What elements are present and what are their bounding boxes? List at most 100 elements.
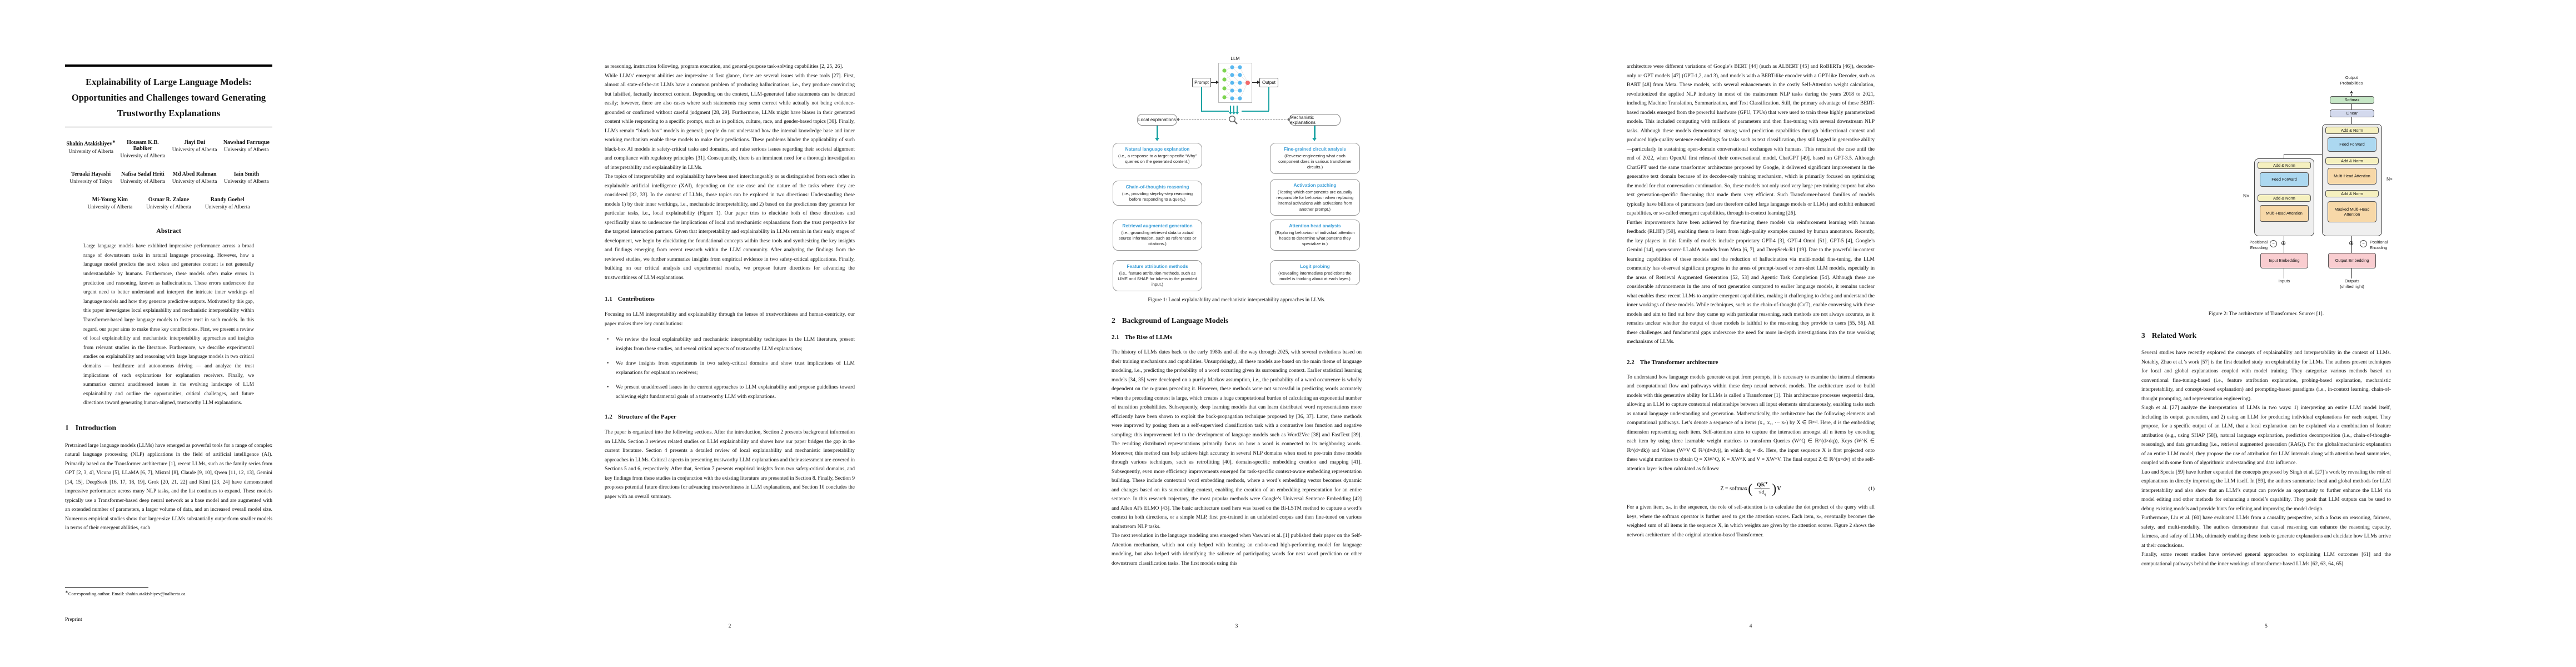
list-item-text: We draw insights from experiments in two… <box>616 361 855 376</box>
section-number: 3 <box>2141 331 2145 340</box>
fig1-right-box-4: Logit probing (Revealing intermediate pr… <box>1270 260 1360 286</box>
author: Md Abed Rahman University of Alberta <box>169 171 221 185</box>
encoder-add-norm-1: Add & Norm <box>2258 162 2311 169</box>
positional-encoding-label-right: Positional Encoding <box>2370 240 2388 250</box>
box-description: (Exploring behaviour of individual atten… <box>1275 230 1355 247</box>
encoder-multi-head-attention: Multi-Head Attention <box>2260 205 2309 222</box>
page-4-content: architecture were different variations o… <box>1627 62 1875 540</box>
section-1-heading: 1 Introduction <box>65 424 272 432</box>
paren-left: ( <box>1748 481 1753 496</box>
title-line-3: Trustworthy Explanations <box>117 108 221 118</box>
author: Nawshad Farruque University of Alberta <box>221 140 272 159</box>
positional-encoding-icon-left: ~ <box>2270 240 2277 247</box>
author: Nafisa Sadaf Hriti University of Alberta <box>117 171 168 185</box>
title-line-1: Explainability of Large Language Models: <box>86 77 252 87</box>
box-description: (Testing which components are causally r… <box>1276 189 1354 212</box>
paragraph: as reasoning, instruction following, pro… <box>605 64 843 69</box>
output-probabilities-label: Output Probabilities <box>2340 75 2363 86</box>
fig1-left-box-3: Retrieval augmented generation (i.e., gr… <box>1113 220 1202 251</box>
local-explanations-label: Local explanations <box>1137 114 1177 126</box>
page-1-content: Explainability of Large Language Models:… <box>65 64 272 533</box>
arrowhead <box>1232 112 1235 115</box>
box-description: (i.e., feature attribution methods, such… <box>1118 270 1197 287</box>
linear-box: Linear <box>2330 109 2374 117</box>
section-title: Background of Language Models <box>1122 316 1229 325</box>
author-name: Nafisa Sadaf Hriti <box>121 171 165 178</box>
box-title: Fine-grained circuit analysis <box>1283 146 1347 152</box>
decoder-multi-head-attention: Multi-Head Attention <box>2328 168 2376 185</box>
teal-connector <box>1201 111 1229 112</box>
author-affiliation: University of Alberta <box>120 179 166 185</box>
page-3-content: Figure 1: Local explainability and mecha… <box>1112 297 1362 568</box>
add-symbol-left: ⊕ <box>2281 240 2286 247</box>
section-number: 1 <box>65 423 69 432</box>
magnifier-icon <box>1229 116 1238 125</box>
box-title: Logit probing <box>1300 263 1330 269</box>
section-number: 1.1 <box>605 296 612 302</box>
outputs-label: Outputs (shifted right) <box>2340 278 2364 289</box>
page-number: 3 <box>1235 624 1238 629</box>
author-name: Shahin Atakishiyev∗ <box>66 140 116 147</box>
mechanistic-explanations-label: Mechanistic explanations <box>1289 114 1341 126</box>
nx-label-left: N× <box>2243 193 2250 198</box>
author-affiliation: University of Alberta <box>68 148 113 155</box>
author-affiliation: University of Alberta <box>120 153 166 160</box>
figure-1-caption: Figure 1: Local explainability and mecha… <box>1148 297 1326 303</box>
author-affiliation: University of Alberta <box>224 147 269 153</box>
author: Housam K.B. Babiker University of Albert… <box>117 140 168 159</box>
author-name: Teruaki Hayashi <box>71 171 111 178</box>
box-description: (i.e., providing step-by-step reasoning … <box>1122 191 1193 202</box>
paragraph: While LLMs’ emergent abilities are impre… <box>605 73 855 171</box>
author: Randy Goebel University of Alberta <box>198 197 257 210</box>
author-affiliation: University of Alberta <box>205 205 250 211</box>
arrowhead <box>1257 80 1260 84</box>
title-line-2: Opportunities and Challenges toward Gene… <box>71 92 266 103</box>
page-number: 4 <box>1749 624 1752 629</box>
encoder-feed-forward: Feed Forward <box>2260 172 2309 187</box>
page-5-content: Figure 2: The architecture of Transforme… <box>2141 311 2391 569</box>
bullet-glyph: • <box>607 337 609 342</box>
encoder-decoder-link <box>2284 154 2340 155</box>
teal-connector <box>1201 87 1202 111</box>
author-affiliation: University of Alberta <box>224 179 269 185</box>
encoder-add-norm-2: Add & Norm <box>2258 195 2311 202</box>
arrowhead <box>1216 80 1219 84</box>
list-item-text: We review the local explainability and m… <box>616 337 855 352</box>
author-affiliation: University of Alberta <box>87 205 133 211</box>
page-number: 5 <box>2265 624 2268 629</box>
authors-row-1: Shahin Atakishiyev∗ University of Albert… <box>65 140 272 159</box>
box-description: (i.e., a response to a target-specific “… <box>1118 153 1197 165</box>
section-title: Introduction <box>75 423 117 432</box>
equation-1: Z = softmax ( QKT √dq ) V (1) <box>1627 481 1875 496</box>
decoder-add-norm-1: Add & Norm <box>2325 127 2379 134</box>
add-symbol-right: ⊕ <box>2349 240 2354 247</box>
page-2-content: as reasoning, instruction following, pro… <box>605 62 855 501</box>
equation-number: (1) <box>1868 486 1875 492</box>
paren-right: ) <box>1772 481 1777 496</box>
author: Teruaki Hayashi University of Tokyo <box>65 171 117 185</box>
author: Shahin Atakishiyev∗ University of Albert… <box>65 140 117 159</box>
right-branch-arrow <box>1314 126 1316 139</box>
section-title: Structure of the Paper <box>617 414 676 420</box>
paragraph: Focusing on LLM interpretability and exp… <box>605 312 855 327</box>
decoder-add-norm-2: Add & Norm <box>2325 157 2379 165</box>
fig1-right-box-3: Attention head analysis (Exploring behav… <box>1270 220 1360 251</box>
authors-row-3: Mi-Young Kim University of Alberta Osmar… <box>65 197 272 210</box>
author: Mi-Young Kim University of Alberta <box>81 197 139 210</box>
author: Iain Smith University of Alberta <box>221 171 272 185</box>
fig1-left-box-1: Natural language explanation (i.e., a re… <box>1113 143 1202 168</box>
teal-connector <box>1237 106 1238 112</box>
section-title: Related Work <box>2151 331 2197 340</box>
list-item: • We draw insights from experiments in t… <box>605 359 855 377</box>
author-affiliation: University of Alberta <box>172 179 217 185</box>
author: Jiayi Dai University of Alberta <box>169 140 221 159</box>
footnote-text: ∗Corresponding author. Email: shahin.ata… <box>65 589 186 596</box>
contribution-list: • We review the local explainability and… <box>605 335 855 401</box>
llm-to-output-arrow <box>1252 82 1258 83</box>
teal-connector <box>1268 87 1269 111</box>
teal-connector <box>1242 111 1269 112</box>
paragraph: Finally, some recent studies have review… <box>2141 552 2391 567</box>
llm-label: LLM <box>1230 56 1240 61</box>
paragraph: The history of LLMs dates back to the ea… <box>1112 350 1362 530</box>
